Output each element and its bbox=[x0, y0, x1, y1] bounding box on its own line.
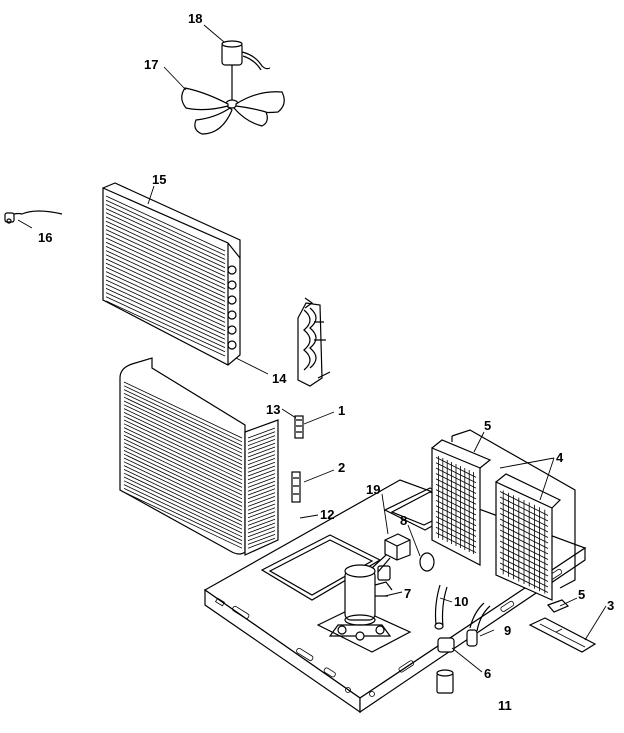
drain-cup bbox=[436, 669, 454, 694]
power-cord bbox=[4, 210, 63, 224]
tube-bracket-assembly bbox=[297, 297, 331, 387]
callout-labels: 18 17 15 16 14 13 1 2 12 19 8 5 4 7 10 5… bbox=[38, 11, 614, 713]
callout-2: 2 bbox=[338, 460, 345, 475]
fan-blade bbox=[181, 87, 285, 135]
callout-19: 19 bbox=[366, 482, 380, 497]
callout-12: 12 bbox=[320, 507, 334, 522]
callout-1: 1 bbox=[338, 403, 345, 418]
filter-back-frame bbox=[451, 429, 576, 589]
bracket-1 bbox=[294, 415, 304, 439]
callout-9: 9 bbox=[504, 623, 511, 638]
leader-lines bbox=[17, 24, 607, 673]
callout-17: 17 bbox=[144, 57, 158, 72]
callout-7: 7 bbox=[404, 586, 411, 601]
capacitor bbox=[419, 552, 435, 572]
base-pan-slots bbox=[214, 568, 563, 697]
tube-9 bbox=[466, 602, 491, 647]
coil-return-bends bbox=[227, 265, 237, 350]
coil-wraparound bbox=[119, 357, 279, 556]
callout-11: 11 bbox=[498, 698, 512, 713]
callout-6: 6 bbox=[484, 666, 491, 681]
filter-panel-rear bbox=[431, 439, 492, 566]
coil-front bbox=[102, 182, 241, 366]
callout-5-top: 5 bbox=[484, 418, 491, 433]
bracket-2 bbox=[291, 471, 301, 503]
drain-connector bbox=[437, 637, 455, 653]
callout-13: 13 bbox=[266, 402, 280, 417]
callout-4: 4 bbox=[556, 450, 564, 465]
callout-8: 8 bbox=[400, 513, 407, 528]
filter-panel-front bbox=[495, 473, 562, 601]
small-clip bbox=[546, 599, 570, 613]
callout-3: 3 bbox=[607, 598, 614, 613]
callout-14: 14 bbox=[272, 371, 287, 386]
relay-box bbox=[371, 533, 411, 573]
callout-10: 10 bbox=[454, 594, 468, 609]
callout-16: 16 bbox=[38, 230, 52, 245]
fan-motor bbox=[221, 40, 271, 100]
callout-15: 15 bbox=[152, 172, 166, 187]
tube-10 bbox=[434, 584, 448, 630]
bracket-strip bbox=[528, 617, 597, 653]
callout-5-bottom: 5 bbox=[578, 587, 585, 602]
compressor bbox=[328, 564, 393, 641]
callout-18: 18 bbox=[188, 11, 202, 26]
